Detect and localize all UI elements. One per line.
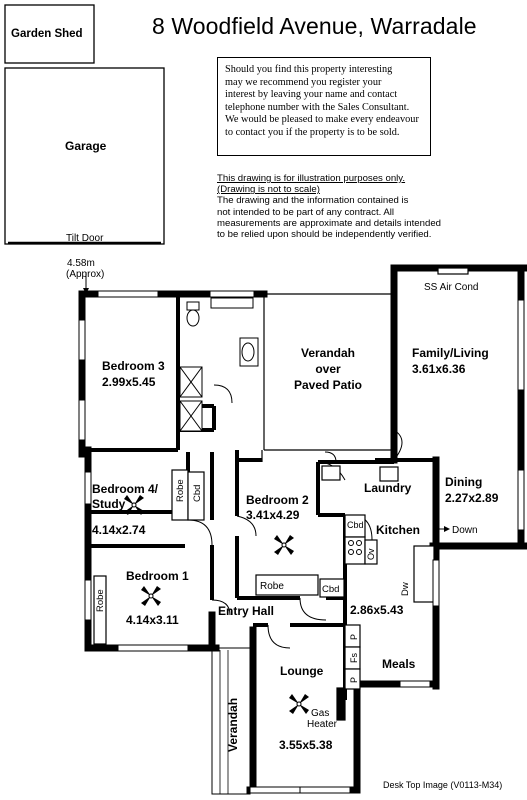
verandah-patio-label: Paved Patio <box>294 378 362 392</box>
ceiling-fan-icon <box>140 585 162 607</box>
dining-label: Dining <box>445 475 482 489</box>
cbd-label: Cbd <box>322 584 339 595</box>
doors <box>187 429 403 649</box>
down-label: Down <box>452 525 478 536</box>
kitchen-label: Kitchen <box>376 523 420 537</box>
disclaimer-line: measurements are approximate and details… <box>217 217 441 229</box>
approx-label: (Approx) <box>66 269 104 280</box>
air-cond-label: SS Air Cond <box>424 282 478 293</box>
disclaimer-heading: This drawing is for illustration purpose… <box>217 173 406 184</box>
bedroom2-label: Bedroom 2 <box>246 493 309 507</box>
lounge-size: 3.55x5.38 <box>279 738 333 752</box>
width-label: 4.58m <box>67 258 95 269</box>
robe-label: Robe <box>175 479 186 502</box>
disclaimer: This drawing is for illustration purpose… <box>217 173 457 240</box>
bedroom4-label: Bedroom 4/ <box>92 482 159 496</box>
bedroom3-size: 2.99x5.45 <box>102 375 156 389</box>
notice-line: may we recommend you register your <box>225 76 382 88</box>
family-living-size: 3.61x6.36 <box>412 362 466 376</box>
disclaimer-line: not intended to be part of any contract.… <box>217 206 395 218</box>
notice-line: We would be pleased to make every endeav… <box>225 114 419 126</box>
lounge-label: Lounge <box>280 664 324 678</box>
gas-heater-label: Gas <box>311 708 329 719</box>
gas-heater-label: Heater <box>307 719 338 730</box>
bedroom4-label: Study <box>92 497 126 511</box>
notice-line: interest by leaving your name and contac… <box>225 89 398 101</box>
family-living-label: Family/Living <box>412 346 489 360</box>
notice-line: Should you find this property interestin… <box>225 64 393 75</box>
entry-hall-label: Entry Hall <box>218 604 274 618</box>
garage-outline <box>4 67 165 245</box>
oven-label: Ov <box>366 548 376 560</box>
notice-line: to contact you if the property is to be … <box>225 126 400 138</box>
disclaimer-scale-note: (Drawing is not to scale) <box>217 184 320 196</box>
laundry-label: Laundry <box>364 481 412 495</box>
windows <box>78 290 525 794</box>
disclaimer-line: The drawing and the information containe… <box>217 195 409 207</box>
robe-label: Robe <box>260 581 284 592</box>
cbd-label: Cbd <box>192 485 203 502</box>
cbd-label: Cbd <box>347 520 364 530</box>
drawing-reference: Desk Top Image (V0113-M34) <box>383 780 503 790</box>
verandah-patio-label: Verandah <box>301 346 355 360</box>
robe-label: Robe <box>95 589 106 612</box>
garage-label: Garage <box>65 139 107 153</box>
dishwasher-label: Dw <box>400 582 411 596</box>
bedroom1-size: 4.14x3.11 <box>126 613 179 627</box>
bedroom1-label: Bedroom 1 <box>126 569 189 583</box>
kitchen-size: 2.86x5.43 <box>350 603 404 617</box>
verandah-patio-label: over <box>315 362 341 376</box>
meals-label: Meals <box>382 657 416 671</box>
bedroom2-size: 3.41x4.29 <box>246 508 300 522</box>
pantry-label: P <box>349 634 359 640</box>
property-address: 8 Woodfield Avenue, Warradale <box>152 13 477 39</box>
ceiling-fan-icon <box>273 534 295 556</box>
down-arrow-icon <box>444 526 450 532</box>
fridge-space-label: Fs <box>349 653 359 663</box>
notice-line: telephone number with the Sales Consulta… <box>225 101 410 113</box>
tilt-door-label: Tilt Door <box>66 233 104 244</box>
notice-box: Should you find this property interestin… <box>217 57 431 156</box>
shed-label: Garden Shed <box>11 28 83 40</box>
bedroom3-label: Bedroom 3 <box>102 359 165 373</box>
bedroom4-size: 4.14x2.74 <box>92 523 146 537</box>
garden-shed-outline <box>4 4 95 64</box>
disclaimer-line: to be relied upon should be independentl… <box>217 229 432 241</box>
side-verandah-label: Verandah <box>226 698 240 752</box>
side-verandah-outline <box>211 647 251 795</box>
bathroom-fixtures <box>179 297 259 432</box>
ceiling-fan-icon <box>288 693 310 715</box>
dining-size: 2.27x2.89 <box>445 491 499 505</box>
pantry-label: P <box>349 677 359 683</box>
